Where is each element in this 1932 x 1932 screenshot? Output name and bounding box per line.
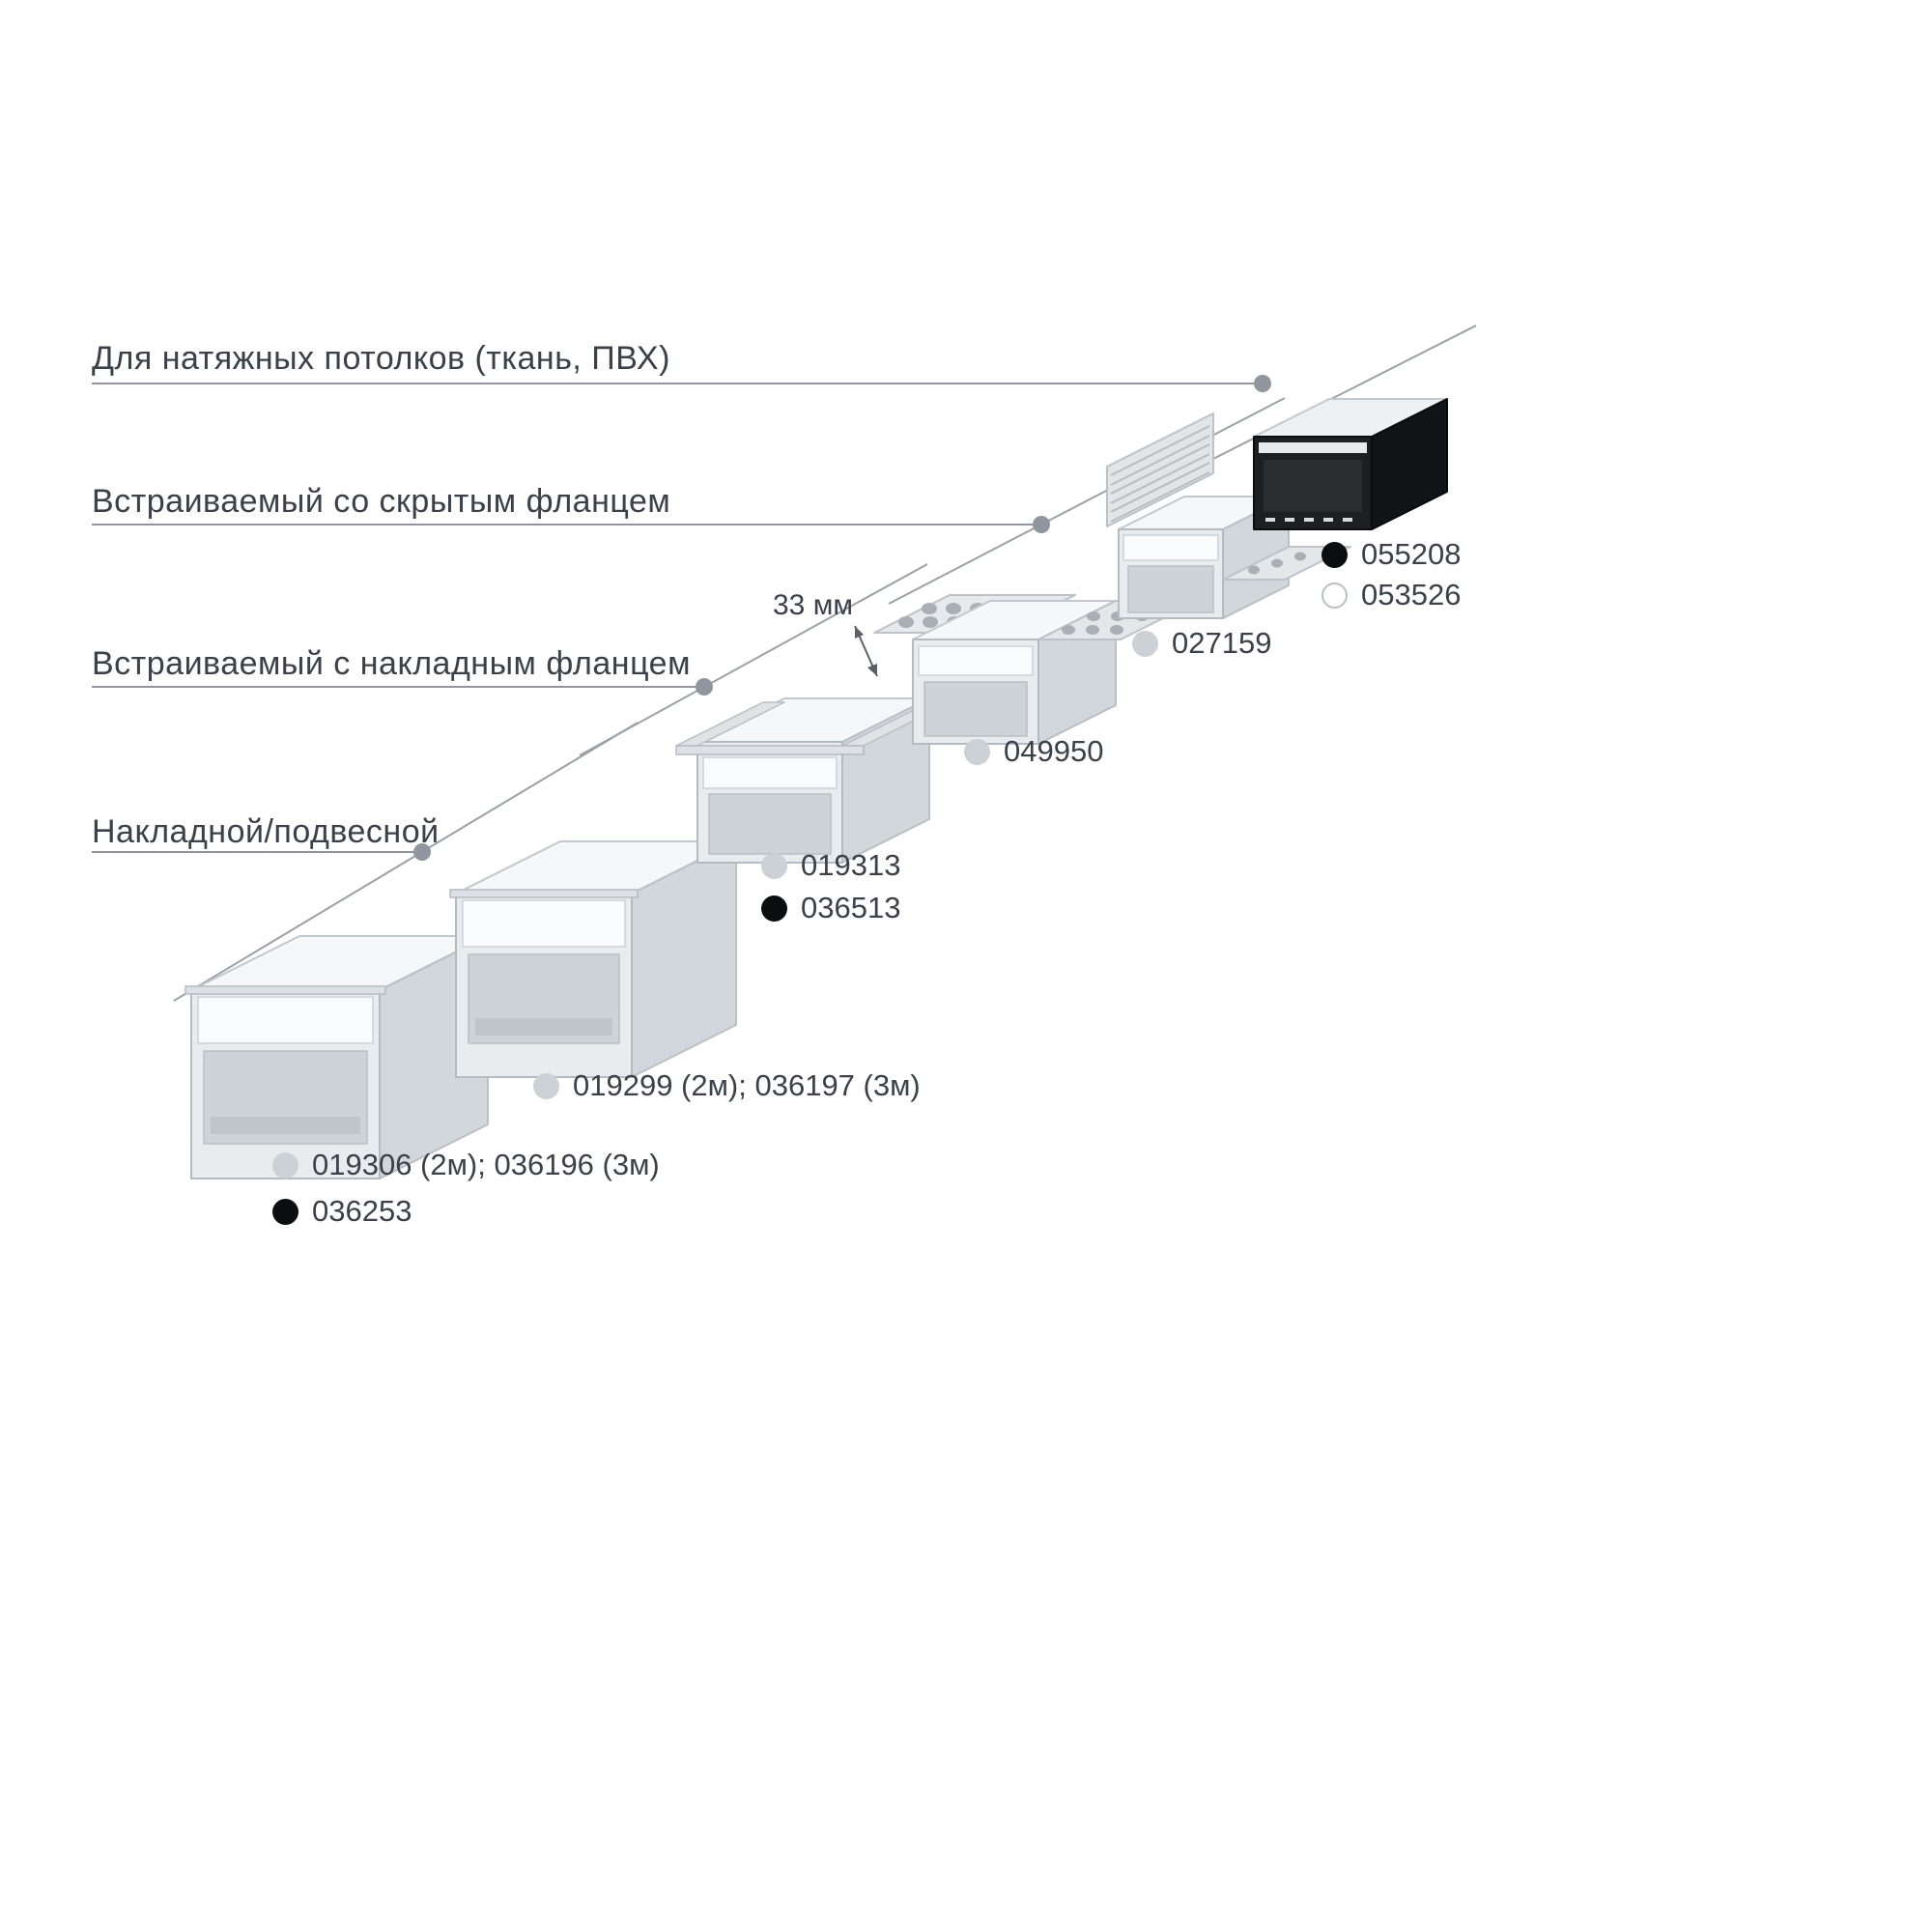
profile2-cavity-floor [475, 1018, 612, 1036]
color-dot-icon [272, 1198, 298, 1225]
code-label-row: 049950 [964, 734, 1103, 769]
product-code-text: 036253 [312, 1194, 412, 1228]
color-dot-icon [761, 895, 787, 922]
product-code-text: 019313 [801, 848, 901, 882]
category-label-surface: Накладной/подвесной [92, 813, 440, 850]
color-dot-icon [1321, 541, 1348, 568]
rail-line-surface [173, 722, 639, 1002]
rail-line-overlay-flange [579, 563, 928, 756]
rail-line-hidden-flange [888, 397, 1286, 605]
profile5-corrugation-lines [1110, 425, 1210, 523]
code-label-row: 036253 [272, 1194, 412, 1229]
code-label-row: 053526 [1321, 578, 1461, 612]
profile3-cavity [708, 793, 832, 855]
end-dot-overlay [696, 678, 713, 696]
profile3-diffuser [702, 756, 838, 789]
profile5-cavity [1127, 565, 1214, 613]
end-dot-surface [413, 843, 431, 861]
code-label-row: 019299 (2м); 036197 (3м) [533, 1068, 921, 1103]
profile1-diffuser [197, 996, 374, 1044]
product-code-text: 053526 [1361, 578, 1462, 611]
product-code-text: 049950 [1004, 734, 1104, 768]
category-label-hidden-flange: Встраиваемый со скрытым фланцем [92, 483, 671, 520]
profile5-diffuser [1122, 534, 1219, 561]
profile1-top-lip [185, 985, 386, 995]
profile3-flange-edge [675, 745, 865, 755]
rail-line-stretch [1207, 325, 1477, 463]
color-dot-icon [1321, 582, 1348, 609]
color-dot-icon [1132, 630, 1158, 657]
profile1-cavity-floor [211, 1117, 360, 1134]
dimension-label: 33 мм [773, 589, 853, 621]
dimension-arrow [854, 625, 878, 677]
end-dot-hidden [1033, 516, 1050, 533]
profile-illustration-stretch-black [1253, 398, 1448, 530]
profile-illustration-recessed-flange [675, 697, 952, 864]
profile6-diffuser-strip [1259, 442, 1367, 453]
product-code-text: 027159 [1172, 626, 1272, 660]
profile4-cavity [923, 681, 1028, 737]
product-code-text: 019306 (2м); 036196 (3м) [312, 1148, 660, 1181]
code-label-row: 055208 [1321, 537, 1461, 572]
category-label-overlay-flange: Встраиваемый с накладным фланцем [92, 645, 691, 682]
color-dot-icon [761, 852, 787, 879]
code-label-row: 036513 [761, 891, 900, 925]
code-label-row: 019306 (2м); 036196 (3м) [272, 1148, 660, 1182]
rail-lines [173, 325, 1477, 1002]
code-label-row: 027159 [1132, 626, 1271, 661]
profile2-top-lip [449, 889, 639, 898]
color-dot-icon [272, 1151, 298, 1179]
product-code-text: 019299 (2м); 036197 (3м) [573, 1068, 921, 1102]
profile4-diffuser [918, 645, 1034, 676]
category-underlines [92, 383, 1263, 853]
color-dot-icon [533, 1072, 559, 1099]
profile6-inner-cavity [1264, 460, 1362, 512]
code-label-row: 019313 [761, 848, 900, 883]
product-code-text: 055208 [1361, 537, 1462, 571]
profile2-diffuser [462, 899, 626, 948]
profile-illustration-recessed-perforated [873, 594, 1199, 745]
profile6-bottom-contacts [1265, 518, 1352, 522]
product-code-text: 036513 [801, 891, 901, 924]
profile-illustration-surface-large [185, 935, 489, 1179]
category-end-dots [413, 375, 1271, 861]
category-label-stretch-ceiling: Для натяжных потолков (ткань, ПВХ) [92, 340, 670, 377]
profile-illustration-surface-medium [449, 840, 737, 1078]
profile5-flange-holes [1248, 552, 1306, 575]
end-dot-stretch [1254, 375, 1271, 392]
color-dot-icon [964, 738, 990, 765]
